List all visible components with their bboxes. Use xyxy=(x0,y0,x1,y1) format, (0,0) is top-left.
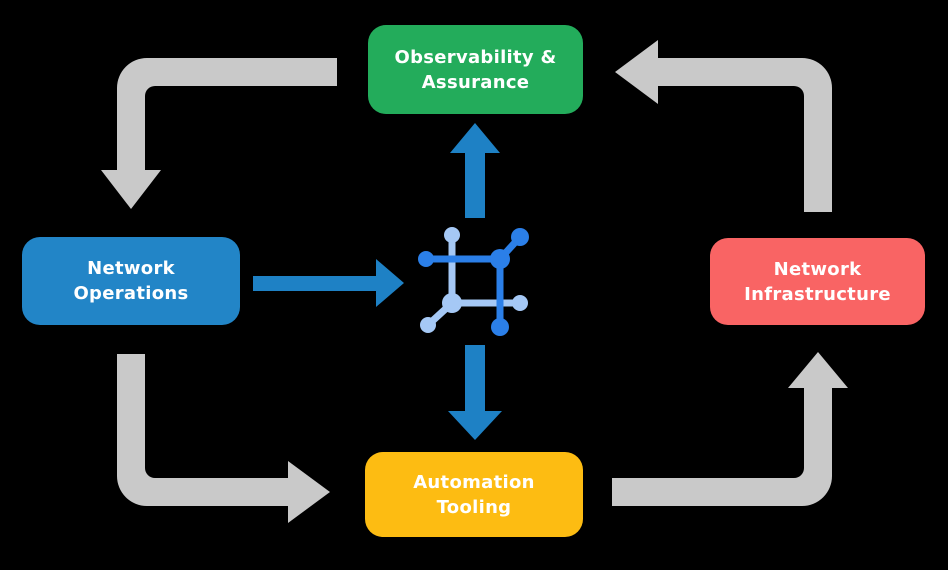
node-label-line: Infrastructure xyxy=(744,283,891,305)
node-label-line: Network xyxy=(87,258,175,279)
node-label-line: Tooling xyxy=(436,496,512,518)
node-network-operations: Network Operations xyxy=(22,237,240,325)
arrow-infrastructure-to-observability-icon xyxy=(615,40,832,212)
node-label-line: Automation xyxy=(413,471,535,493)
node-label-line: Observability & xyxy=(394,46,557,68)
arrow-operations-to-automation-icon xyxy=(117,354,330,523)
arrow-automation-to-infrastructure-icon xyxy=(612,352,848,506)
arrow-observability-to-operations-icon xyxy=(101,58,337,209)
arrow-operations-to-center-icon xyxy=(253,259,404,307)
node-label-line: Assurance xyxy=(421,71,530,93)
arrow-center-to-automation-icon xyxy=(448,345,502,440)
icon-light-part xyxy=(420,227,528,333)
node-network-infrastructure: Network Infrastructure xyxy=(710,238,925,325)
node-label-line: Operations xyxy=(73,283,189,304)
icon-dark-part xyxy=(418,228,529,336)
network-automation-icon xyxy=(418,227,529,336)
node-observability-assurance: Observability & Assurance xyxy=(368,25,583,114)
node-automation-tooling: Automation Tooling xyxy=(365,452,583,537)
node-label-line: Network xyxy=(773,258,862,280)
arrow-center-to-observability-icon xyxy=(450,123,500,218)
